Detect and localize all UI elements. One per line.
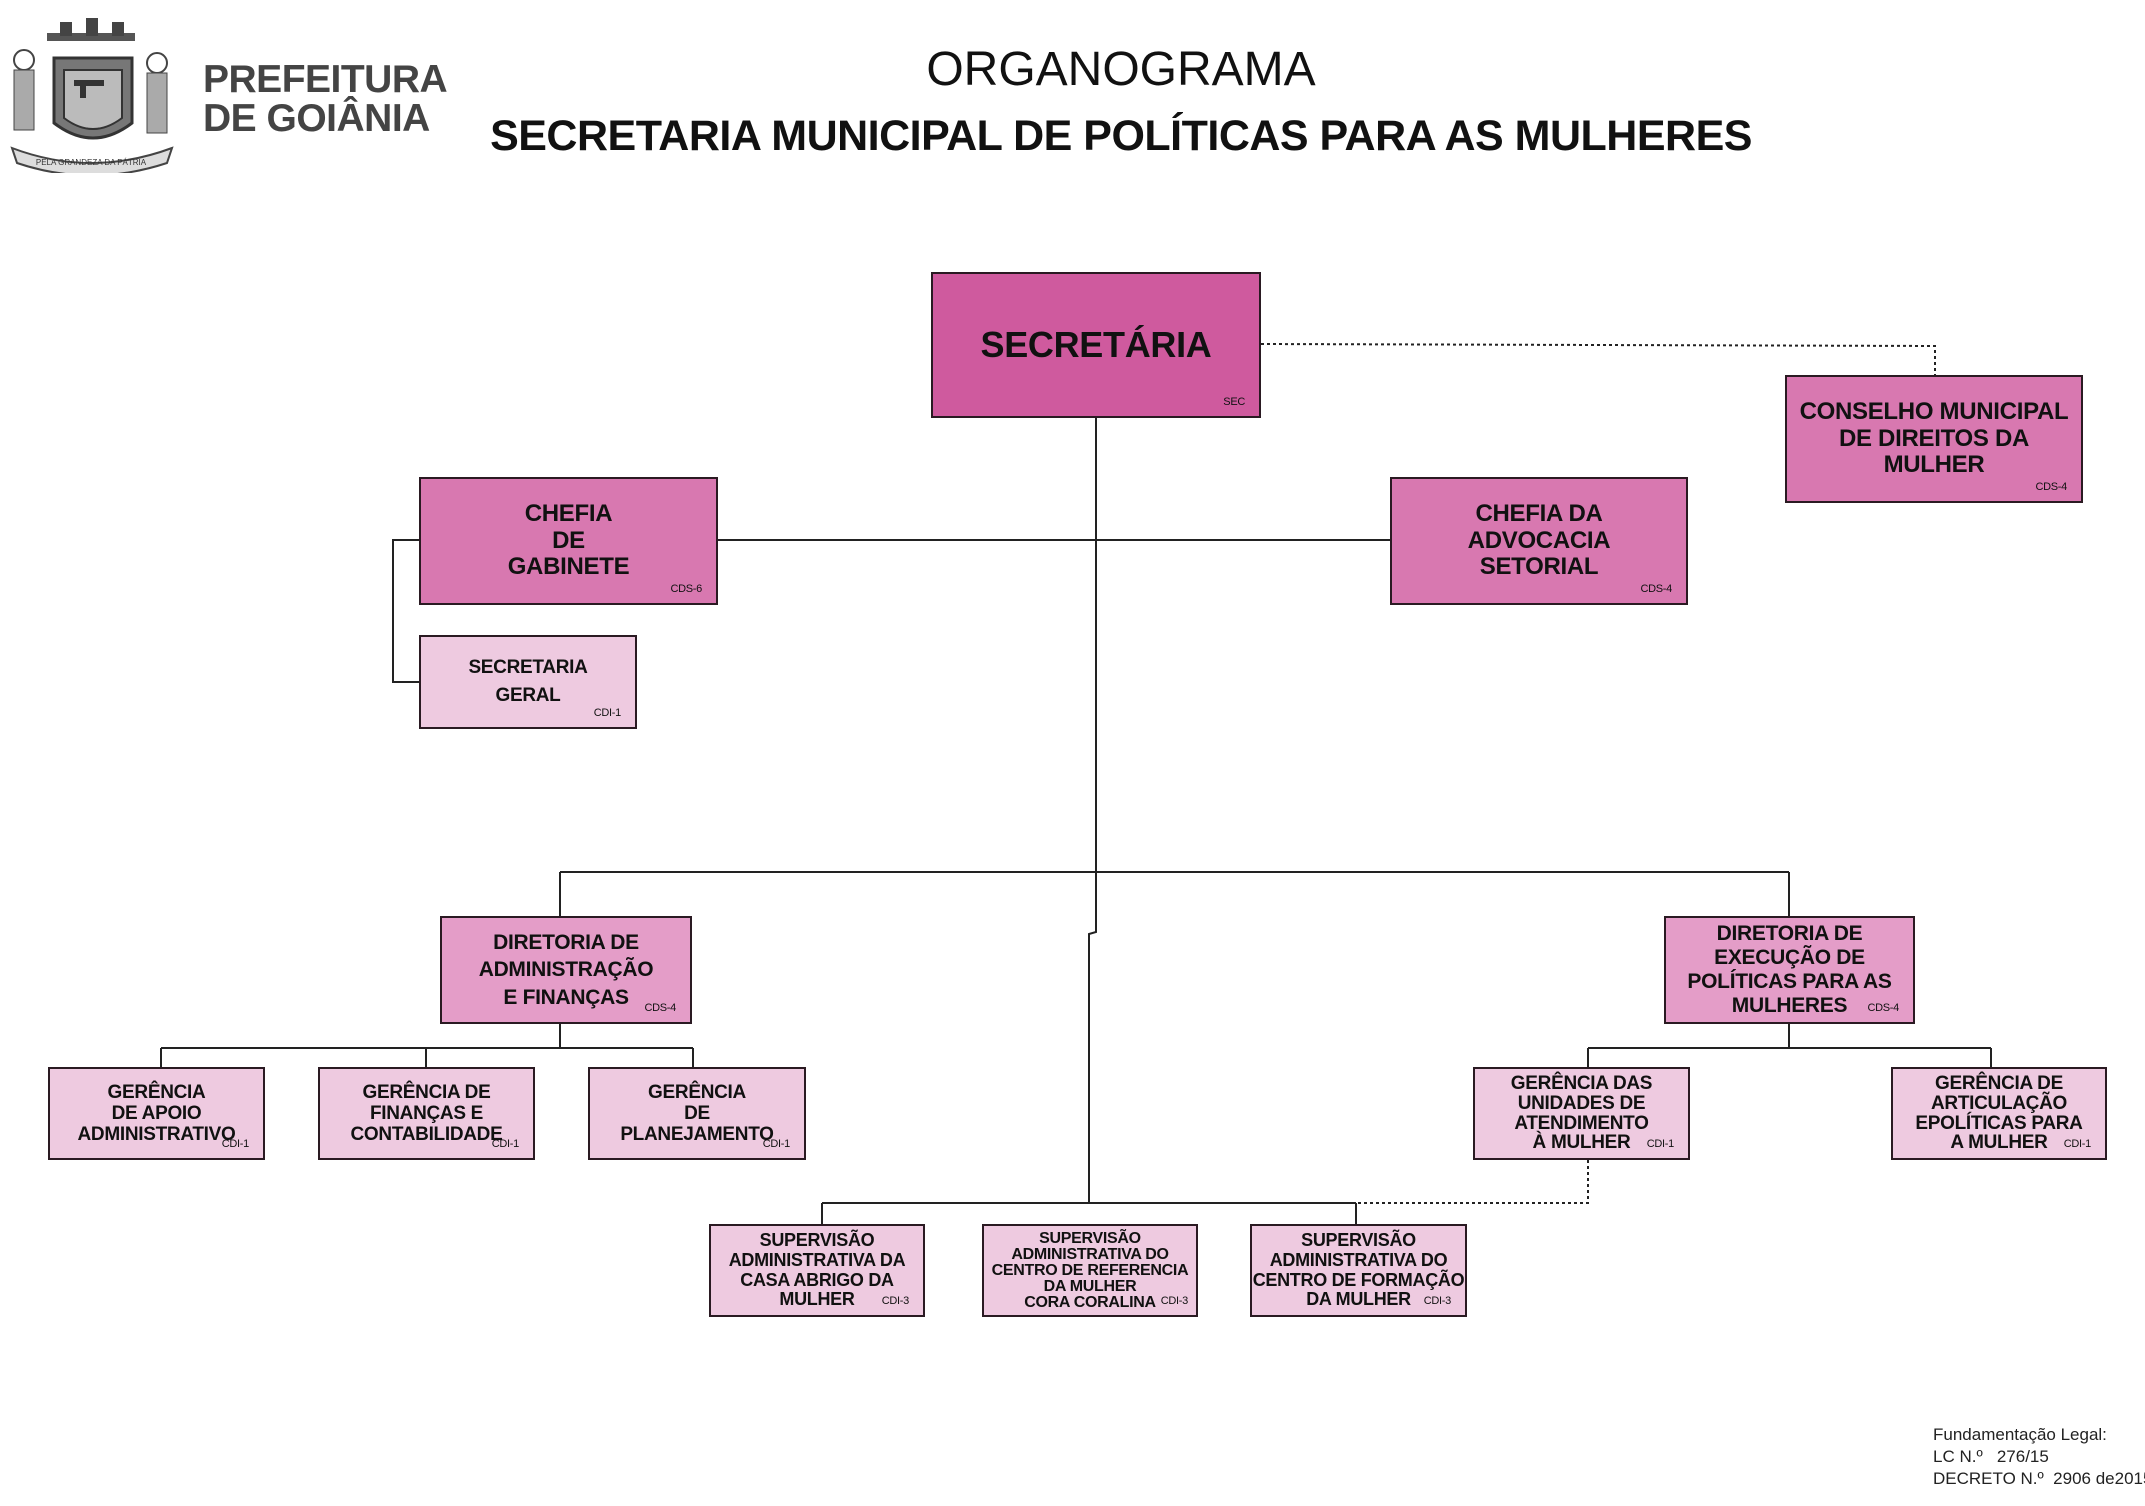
node-code: CDI-1	[491, 1138, 520, 1150]
node-diretoria-administracao[interactable]: DIRETORIA DE ADMINISTRAÇÃO E FINANÇAS CD…	[440, 916, 692, 1024]
legal-basis-heading: Fundamentação Legal:	[1933, 1425, 2107, 1444]
legal-basis-lc: LC N.º 276/15	[1933, 1447, 2049, 1467]
node-diretoria-execucao[interactable]: DIRETORIA DE EXECUÇÃO DE POLÍTICAS PARA …	[1664, 916, 1915, 1024]
node-label: SUPERVISÃO ADMINISTRATIVA DO CENTRO DE R…	[991, 1229, 1189, 1311]
node-chefia-advocacia[interactable]: CHEFIA DA ADVOCACIA SETORIAL CDS-4	[1390, 477, 1688, 605]
legal-basis: Fundamentação Legal: LC N.º 276/15 DECRE…	[1933, 1424, 2145, 1490]
node-code: CDI-3	[881, 1295, 910, 1307]
node-gerencia-planejamento[interactable]: GERÊNCIA DE PLANEJAMENTO CDI-1	[588, 1067, 806, 1160]
node-label: GERÊNCIA DAS UNIDADES DE ATENDIMENTO À M…	[1510, 1072, 1653, 1154]
node-code: CDI-1	[221, 1138, 250, 1150]
legal-basis-decree: DECRETO N.º 2906 de2015	[1933, 1469, 2145, 1489]
node-supervisao-centro-referencia[interactable]: SUPERVISÃO ADMINISTRATIVA DO CENTRO DE R…	[982, 1224, 1198, 1317]
node-secretaria-geral[interactable]: SECRETARIA GERAL CDI-1	[419, 635, 637, 729]
node-code: CDS-4	[2035, 481, 2067, 493]
node-code: CDI-3	[1160, 1295, 1189, 1307]
node-gerencia-financas[interactable]: GERÊNCIA DE FINANÇAS E CONTABILIDADE CDI…	[318, 1067, 535, 1160]
node-code: CDS-6	[670, 583, 702, 595]
node-label: SECRETÁRIA	[980, 323, 1212, 365]
node-code: SEC	[1223, 396, 1245, 408]
node-label: GERÊNCIA DE PLANEJAMENTO	[620, 1081, 774, 1146]
page-subtitle: SECRETARIA MUNICIPAL DE POLÍTICAS PARA A…	[490, 112, 1752, 160]
node-label: GERÊNCIA DE ARTICULAÇÃO EPOLÍTICAS PARA …	[1915, 1072, 2083, 1154]
node-gerencia-apoio[interactable]: GERÊNCIA DE APOIO ADMINISTRATIVO CDI-1	[48, 1067, 265, 1160]
node-code: CDS-4	[644, 1002, 676, 1014]
node-label: DIRETORIA DE ADMINISTRAÇÃO E FINANÇAS	[478, 931, 654, 1009]
node-code: CDI-3	[1423, 1295, 1452, 1307]
brand-name: PREFEITURA DE GOIÂNIA	[203, 58, 448, 140]
node-label: DIRETORIA DE EXECUÇÃO DE POLÍTICAS PARA …	[1687, 921, 1892, 1018]
node-supervisao-centro-formacao[interactable]: SUPERVISÃO ADMINISTRATIVA DO CENTRO DE F…	[1250, 1224, 1467, 1317]
node-label: GERÊNCIA DE FINANÇAS E CONTABILIDADE	[350, 1081, 503, 1146]
node-label: GERÊNCIA DE APOIO ADMINISTRATIVO	[77, 1081, 236, 1146]
node-supervisao-casa-abrigo[interactable]: SUPERVISÃO ADMINISTRATIVA DA CASA ABRIGO…	[709, 1224, 925, 1317]
node-gerencia-unidades[interactable]: GERÊNCIA DAS UNIDADES DE ATENDIMENTO À M…	[1473, 1067, 1690, 1160]
page-title: ORGANOGRAMA	[926, 43, 1316, 96]
node-chefia-gabinete[interactable]: CHEFIA DE GABINETE CDS-6	[419, 477, 718, 605]
coat-of-arms-logo: PELA GRANDEZA DA PÁTRIA	[2, 8, 180, 177]
node-code: CDI-1	[2063, 1138, 2092, 1150]
node-code: CDI-1	[593, 707, 622, 719]
node-label: CONSELHO MUNICIPAL DE DIREITOS DA MULHER	[1799, 397, 2069, 479]
node-label: CHEFIA DA ADVOCACIA SETORIAL	[1467, 499, 1611, 581]
node-label: SUPERVISÃO ADMINISTRATIVA DO CENTRO DE F…	[1252, 1229, 1465, 1310]
node-label: SUPERVISÃO ADMINISTRATIVA DA CASA ABRIGO…	[728, 1229, 906, 1310]
node-code: CDS-4	[1640, 583, 1672, 595]
node-code: CDI-1	[762, 1138, 791, 1150]
node-label: SECRETARIA GERAL	[468, 657, 588, 706]
node-gerencia-articulacao[interactable]: GERÊNCIA DE ARTICULAÇÃO EPOLÍTICAS PARA …	[1891, 1067, 2107, 1160]
node-label: CHEFIA DE GABINETE	[507, 499, 630, 581]
node-code: CDS-4	[1867, 1002, 1899, 1014]
node-code: CDI-1	[1646, 1138, 1675, 1150]
node-secretaria[interactable]: SECRETÁRIA SEC	[931, 272, 1261, 418]
svg-text:PELA GRANDEZA DA PÁTRIA: PELA GRANDEZA DA PÁTRIA	[36, 158, 147, 167]
node-conselho[interactable]: CONSELHO MUNICIPAL DE DIREITOS DA MULHER…	[1785, 375, 2083, 503]
